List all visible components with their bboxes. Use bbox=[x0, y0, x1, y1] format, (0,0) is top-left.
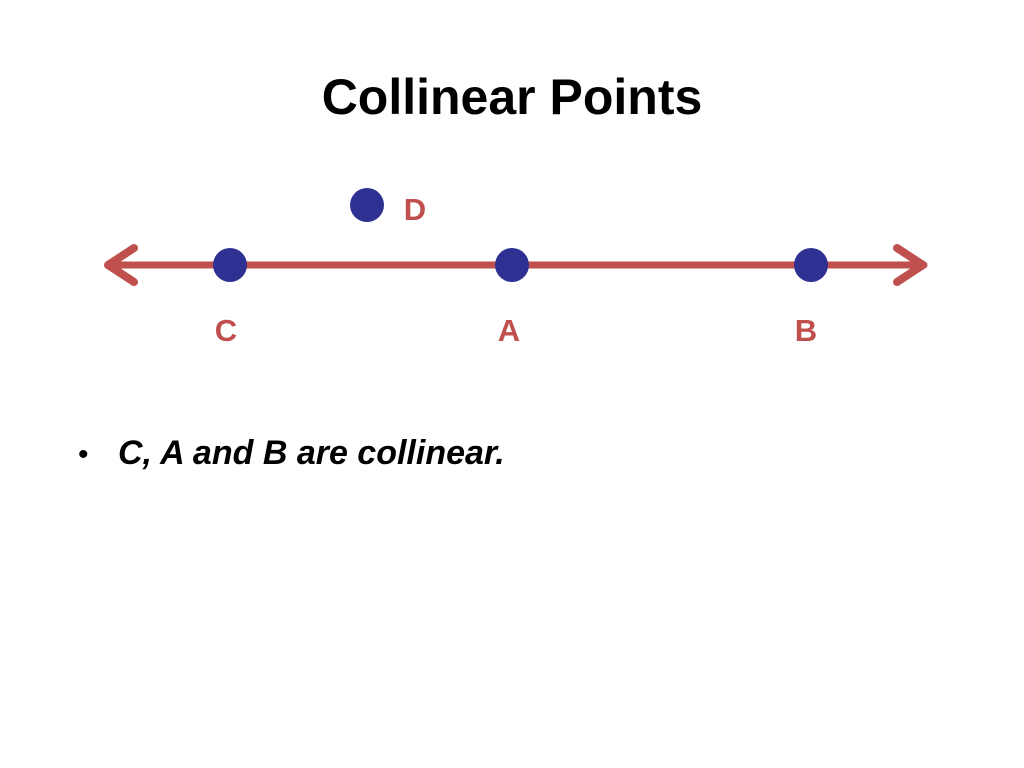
label-b: B bbox=[795, 313, 817, 348]
bullet-text: C, A and B are collinear. bbox=[118, 434, 505, 472]
label-c: C bbox=[215, 313, 237, 348]
bullet-list: • C, A and B are collinear. bbox=[78, 430, 505, 478]
bullet-icon: • bbox=[78, 438, 89, 471]
left-arrowhead-icon bbox=[104, 244, 138, 286]
label-a: A bbox=[498, 313, 520, 348]
point-b bbox=[794, 248, 828, 282]
right-arrowhead-icon bbox=[893, 244, 927, 286]
slide-title: Collinear Points bbox=[321, 69, 703, 125]
point-c bbox=[213, 248, 247, 282]
label-d: D bbox=[404, 192, 426, 227]
bullet-item: • C, A and B are collinear. bbox=[78, 430, 505, 478]
point-d bbox=[350, 188, 384, 222]
point-a bbox=[495, 248, 529, 282]
